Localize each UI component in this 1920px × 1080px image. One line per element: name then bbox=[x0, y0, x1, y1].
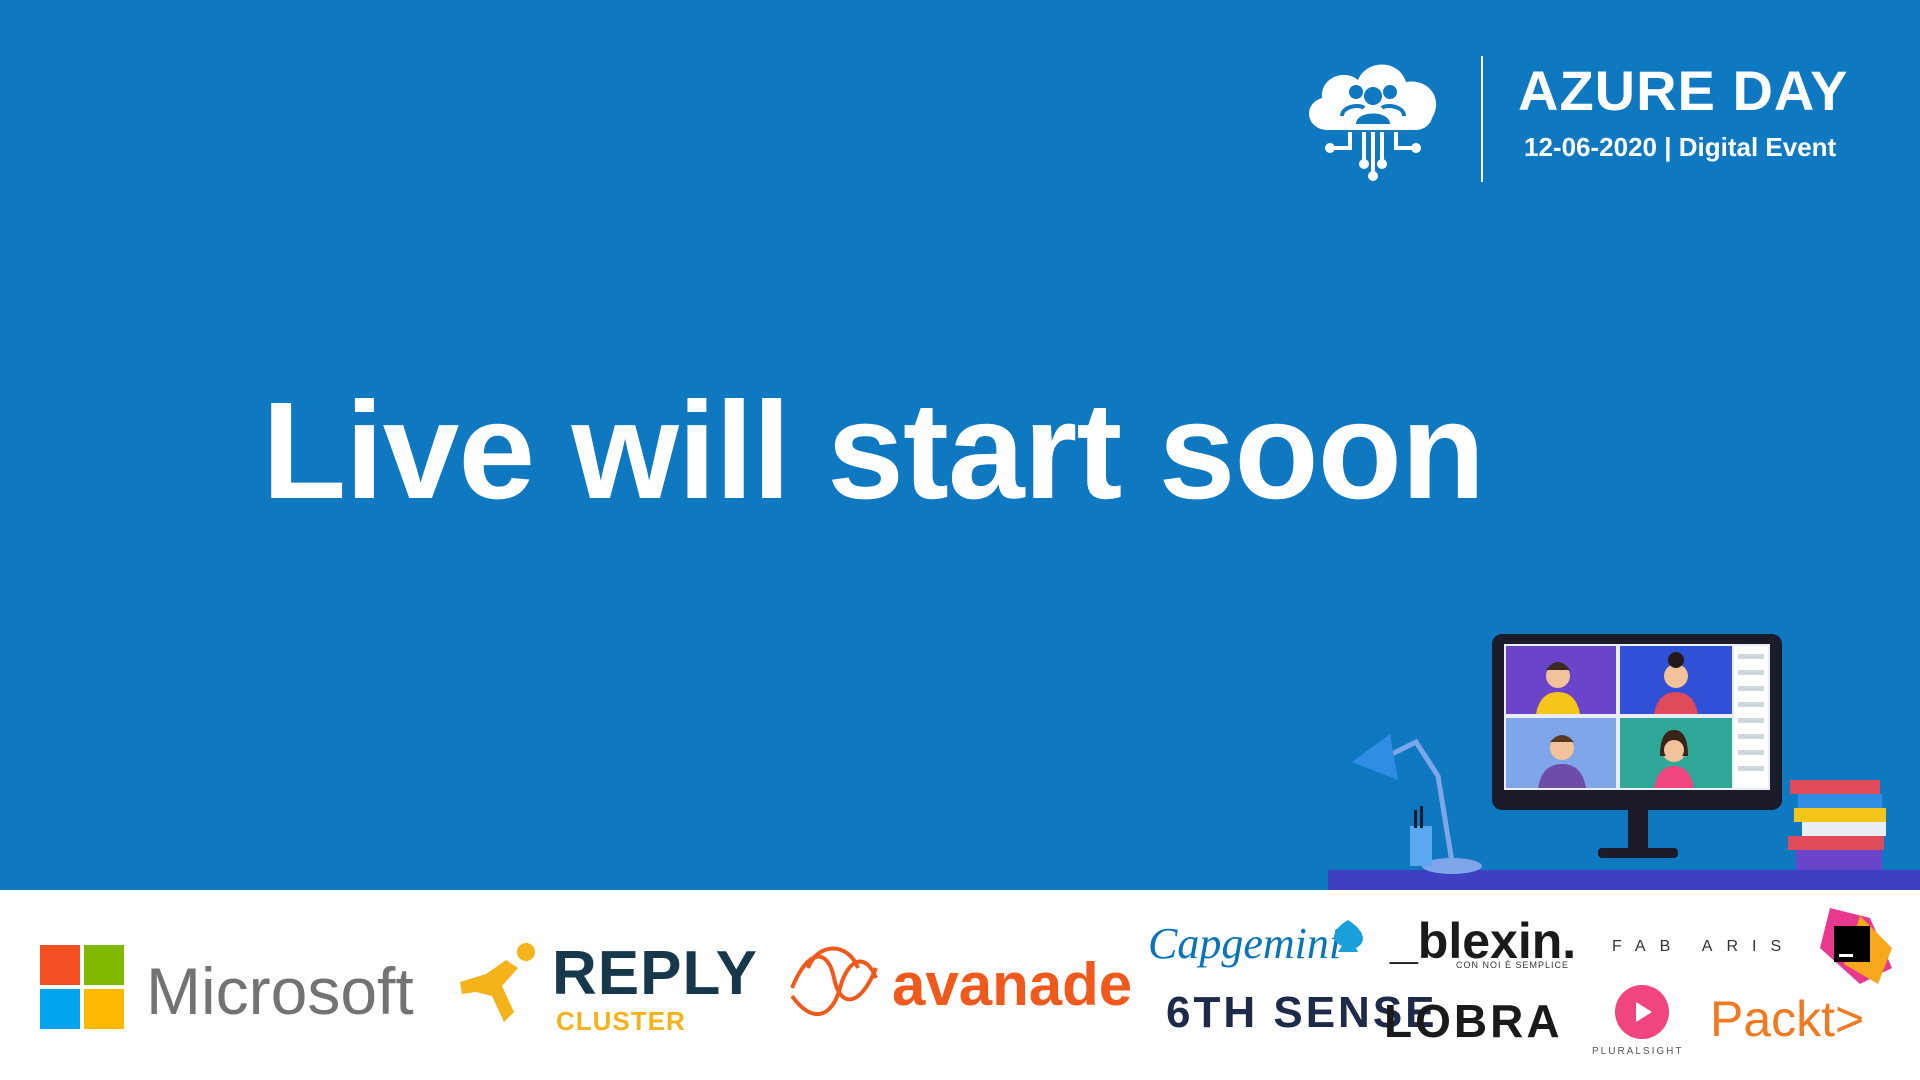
avanade-wave-icon bbox=[790, 946, 878, 1016]
reply-runner-icon bbox=[460, 943, 535, 1022]
sponsor-fabaris: FAB ARIS bbox=[1612, 938, 1796, 955]
event-subtitle: 12-06-2020 | Digital Event bbox=[1524, 132, 1837, 162]
cloud-people-icon bbox=[1309, 64, 1437, 181]
sponsors-strip: Microsoft REPLY CLUSTER avanade Capgemin… bbox=[0, 890, 1920, 1080]
capgemini-spade-icon bbox=[1334, 920, 1363, 952]
video-call-illustration bbox=[1328, 634, 1920, 890]
event-badge: AZURE DAY 12-06-2020 | Digital Event bbox=[1298, 52, 1868, 182]
sponsor-avanade: avanade bbox=[892, 951, 1133, 1018]
event-title: AZURE DAY bbox=[1518, 59, 1849, 122]
participant-3 bbox=[1538, 735, 1586, 788]
sponsor-capgemini: Capgemini bbox=[1148, 919, 1342, 968]
participant-2 bbox=[1654, 652, 1698, 714]
sponsor-blexin-tagline: CON NOI È SEMPLICE bbox=[1456, 960, 1570, 970]
sponsor-packt: Packt> bbox=[1710, 991, 1865, 1047]
microsoft-logo-icon bbox=[40, 945, 124, 1029]
sponsor-microsoft: Microsoft bbox=[146, 954, 414, 1028]
sponsor-blexin: _blexin. bbox=[1390, 913, 1577, 969]
sponsor-reply-sub: CLUSTER bbox=[556, 1006, 686, 1036]
participant-1 bbox=[1536, 662, 1580, 714]
sponsor-lobra: LOBRA bbox=[1384, 995, 1563, 1047]
desk-lamp-icon bbox=[1352, 734, 1482, 874]
sponsor-pluralsight: PLURALSIGHT bbox=[1592, 1046, 1684, 1057]
participant-4 bbox=[1654, 730, 1694, 788]
pluralsight-play-icon bbox=[1615, 985, 1669, 1039]
book-stack-icon bbox=[1788, 780, 1886, 870]
jetbrains-logo-icon bbox=[1820, 908, 1892, 984]
sponsor-6th-sense: 6TH SENSE bbox=[1166, 988, 1438, 1037]
badge-divider bbox=[1481, 56, 1483, 182]
live-headline: Live will start soon bbox=[262, 374, 1485, 528]
sponsor-reply: REPLY bbox=[552, 939, 759, 1008]
